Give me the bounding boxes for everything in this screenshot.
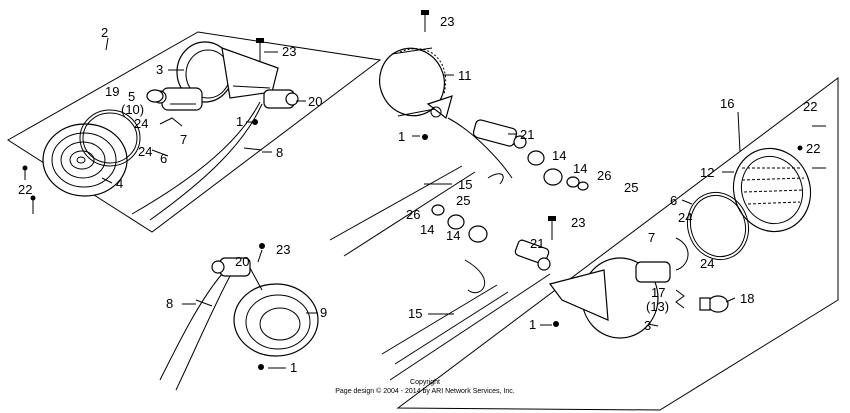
callout-16: 16 [720, 96, 734, 111]
nut-right [553, 321, 559, 327]
lens-left-upper [42, 123, 128, 197]
screw-center-lower [548, 216, 556, 240]
callout-14: 14 [446, 228, 460, 243]
callout-21: 21 [530, 236, 544, 251]
wire-lower-center [381, 259, 551, 381]
callout-23: 23 [440, 14, 454, 29]
callout-9: 9 [320, 305, 327, 320]
callout-20: 20 [308, 94, 322, 109]
callout-14: 14 [420, 222, 434, 237]
callout-1: 1 [529, 317, 536, 332]
screw-left-upper [256, 38, 264, 62]
callout-19: 19 [105, 84, 119, 99]
callout-24: 24 [138, 144, 152, 159]
turn-signal-housing-center [379, 47, 453, 120]
wire-harness-lower-left [159, 273, 231, 391]
lens-gasket-left-upper [79, 109, 141, 167]
stem-center-upper [472, 119, 527, 149]
callout-1: 1 [236, 114, 243, 129]
callout-15: 15 [408, 306, 422, 321]
callout-14: 14 [573, 161, 587, 176]
callout-3: 3 [644, 318, 651, 333]
socket-right [635, 237, 689, 283]
bulb-left-upper [146, 89, 164, 103]
right-assembly-frame [396, 77, 839, 411]
callout-25: 25 [624, 180, 638, 195]
callout-24: 24 [134, 116, 148, 131]
callout-26: 26 [597, 168, 611, 183]
callout-4: 4 [116, 176, 123, 191]
wire-harness-left-upper [131, 101, 263, 221]
small-parts-left-upper [151, 117, 258, 157]
leader-lines [101, 37, 741, 369]
lens-right [732, 147, 812, 233]
callout-22: 22 [806, 141, 820, 156]
wire-clip-center [487, 173, 504, 185]
callout-20: 20 [235, 254, 249, 269]
callout-8: 8 [166, 296, 173, 311]
collar-center-lower [431, 204, 488, 243]
callout-2: 2 [101, 25, 108, 40]
knurled-ring-center [399, 48, 447, 95]
lens-gasket-right [687, 191, 749, 261]
callout-7: 7 [648, 230, 655, 245]
wire-center [329, 117, 513, 257]
callout-10: (10) [121, 102, 144, 117]
callout-5: 5 [128, 89, 135, 104]
callout-24: 24 [678, 210, 692, 225]
bulb-right [699, 295, 729, 313]
callout-3: 3 [156, 62, 163, 77]
rubber-bushing-center [527, 150, 589, 191]
callout-1: 1 [398, 129, 405, 144]
screws-lens-left-upper [22, 165, 36, 214]
callout-23: 23 [276, 242, 290, 257]
callout-6: 6 [160, 151, 167, 166]
callout-21: 21 [520, 127, 534, 142]
spring-right [675, 289, 685, 309]
callout-14: 14 [552, 148, 566, 163]
turn-signal-housing-lower-left [233, 283, 319, 357]
screw-top-center [421, 10, 429, 32]
callout-23: 23 [571, 215, 585, 230]
callout-23: 23 [282, 44, 296, 59]
callout-26: 26 [406, 207, 420, 222]
turn-signal-housing-left-upper [176, 41, 279, 103]
copyright-line-2: Page design © 2004 - 2014 by ARI Network… [335, 387, 515, 395]
copyright-line-1: Copyright [410, 379, 440, 386]
callout-1: 1 [290, 360, 297, 375]
callout-25: 25 [456, 193, 470, 208]
stem-left-upper [263, 89, 299, 109]
wire-clip-lower-left [195, 299, 213, 307]
callout-12: 12 [700, 165, 714, 180]
stem-lower-left [211, 257, 263, 291]
copyright-footer: Copyright Page design © 2004 - 2014 by A… [335, 379, 515, 395]
callout-22: 22 [803, 99, 817, 114]
callout-17: 17 [651, 285, 665, 300]
callout-6: 6 [670, 193, 677, 208]
callout-22: 22 [18, 182, 32, 197]
callout-11: 11 [458, 68, 472, 83]
stem-center-lower [514, 239, 551, 271]
callout-18: 18 [740, 291, 754, 306]
callout-8: 8 [276, 145, 283, 160]
callout-labels: 2 3 23 1 19 5 (10) 20 24 7 24 6 8 4 22 2… [18, 14, 820, 375]
callout-15: 15 [458, 177, 472, 192]
callout-24: 24 [700, 256, 714, 271]
nut-lower-left [258, 243, 265, 370]
callout-13: (13) [646, 299, 669, 314]
screws-lens-right [797, 125, 826, 169]
left-assembly-frame [7, 31, 382, 233]
nut-center [422, 134, 428, 140]
callout-7: 7 [180, 132, 187, 147]
